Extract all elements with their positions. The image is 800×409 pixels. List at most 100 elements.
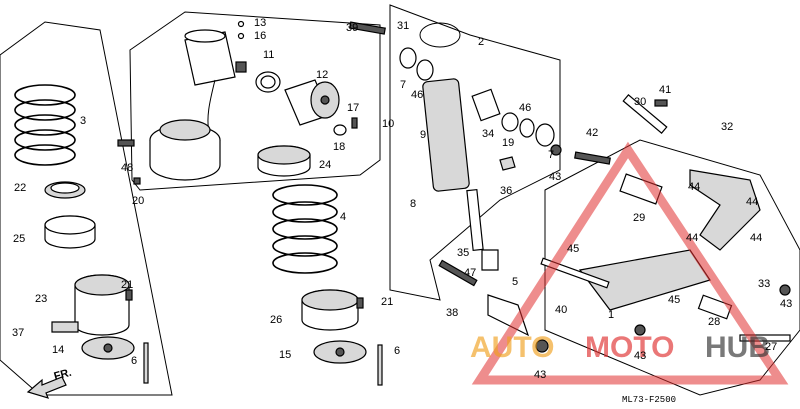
part-label-41: 41 [659, 84, 671, 96]
part-label-40: 40 [555, 304, 567, 316]
bump-rubber-35 [481, 249, 499, 271]
part-label-45: 45 [668, 294, 680, 306]
part-label-6: 6 [131, 355, 137, 367]
part-label-44: 44 [746, 196, 758, 208]
nut-43a [550, 144, 562, 156]
collar-28 [697, 294, 733, 320]
part-label-1: 1 [608, 309, 614, 321]
part-label-28: 28 [708, 316, 720, 328]
part-label-44: 44 [750, 232, 762, 244]
part-label-39: 39 [346, 22, 358, 34]
oring-12 [255, 71, 281, 93]
bearing-19 [501, 112, 519, 132]
part-label-18: 18 [333, 141, 345, 153]
part-label-14: 14 [52, 344, 64, 356]
part-label-47: 47 [464, 267, 476, 279]
watermark-text-c: HUB [705, 331, 770, 364]
part-label-37: 37 [12, 327, 24, 339]
part-label-34: 34 [482, 128, 494, 140]
adjuster-plate-15 [313, 340, 367, 364]
part-label-20: 20 [132, 195, 144, 207]
watermark-triangle [471, 141, 789, 385]
link-32 [689, 169, 761, 251]
part-label-42: 42 [586, 127, 598, 139]
collar-25 [44, 215, 96, 249]
screw-17 [351, 117, 358, 129]
part-label-36: 36 [500, 185, 512, 197]
bolt-30 [622, 94, 668, 134]
part-label-27: 27 [765, 341, 777, 353]
nut-43d [779, 284, 791, 296]
part-label-25: 25 [13, 233, 25, 245]
part-label-46: 46 [411, 89, 423, 101]
collar-26 [301, 289, 359, 331]
oring-7b [535, 123, 555, 147]
part-label-23: 23 [35, 293, 47, 305]
label-37 [51, 321, 79, 333]
part-label-45: 45 [567, 243, 579, 255]
seat-ring-22 [44, 181, 86, 199]
bolt-38 [438, 259, 478, 287]
reservoir-assembly [117, 29, 247, 185]
direction-label: FR. [53, 367, 73, 383]
nut-43c [634, 324, 646, 336]
part-label-22: 22 [14, 182, 26, 194]
preload-adjuster-11 [284, 79, 340, 126]
part-label-17: 17 [347, 102, 359, 114]
part-label-3: 3 [80, 115, 86, 127]
part-label-29: 29 [633, 212, 645, 224]
part-label-43: 43 [534, 369, 546, 381]
sleeve-23 [74, 274, 130, 336]
bolt-42 [574, 151, 611, 165]
group-frames [0, 4, 800, 396]
oring-7a [399, 47, 417, 69]
part-label-44: 44 [688, 181, 700, 193]
part-label-32: 32 [721, 121, 733, 133]
damper-9 [422, 78, 484, 252]
bolt-27 [739, 334, 791, 342]
part-label-4: 4 [340, 211, 346, 223]
part-label-5: 5 [512, 276, 518, 288]
screw-21a [125, 289, 133, 301]
pin-6a [143, 342, 149, 384]
diagram-code: ML73-F2500 [622, 395, 676, 405]
part-label-15: 15 [279, 349, 291, 361]
ring-24 [257, 145, 311, 177]
part-label-8: 8 [410, 198, 416, 210]
washer-18 [333, 124, 347, 136]
part-label-43: 43 [780, 298, 792, 310]
front-direction-arrow: FR. [26, 367, 73, 399]
part-label-9: 9 [420, 129, 426, 141]
part-label-44: 44 [686, 232, 698, 244]
part-label-21: 21 [381, 296, 393, 308]
part-label-21: 21 [121, 279, 133, 291]
screw-16 [237, 32, 245, 40]
part-label-30: 30 [634, 96, 646, 108]
bolt-39 [349, 21, 386, 35]
part-label-48: 48 [121, 162, 133, 174]
part-label-6: 6 [394, 345, 400, 357]
part-label-16: 16 [254, 30, 266, 42]
spring-3 [14, 84, 76, 166]
part-label-38: 38 [446, 307, 458, 319]
label-36 [499, 156, 516, 171]
part-label-24: 24 [319, 159, 331, 171]
part-label-12: 12 [316, 69, 328, 81]
bolt-41 [654, 99, 668, 107]
watermark-text-b: MOTO [585, 331, 674, 364]
screw-21b [356, 297, 364, 309]
part-label-33: 33 [758, 278, 770, 290]
seal-46b [519, 118, 535, 138]
pin-6b [377, 344, 383, 386]
part-label-19: 19 [502, 137, 514, 149]
circlip-31 [419, 22, 461, 48]
part-label-7: 7 [400, 79, 406, 91]
watermark: AUTO MOTO HUB [470, 141, 789, 385]
part-label-7: 7 [548, 149, 554, 161]
screw-13 [237, 20, 245, 28]
part-label-43: 43 [549, 171, 561, 183]
part-label-46: 46 [519, 102, 531, 114]
spring-4 [272, 184, 338, 274]
seal-46a [416, 59, 434, 81]
